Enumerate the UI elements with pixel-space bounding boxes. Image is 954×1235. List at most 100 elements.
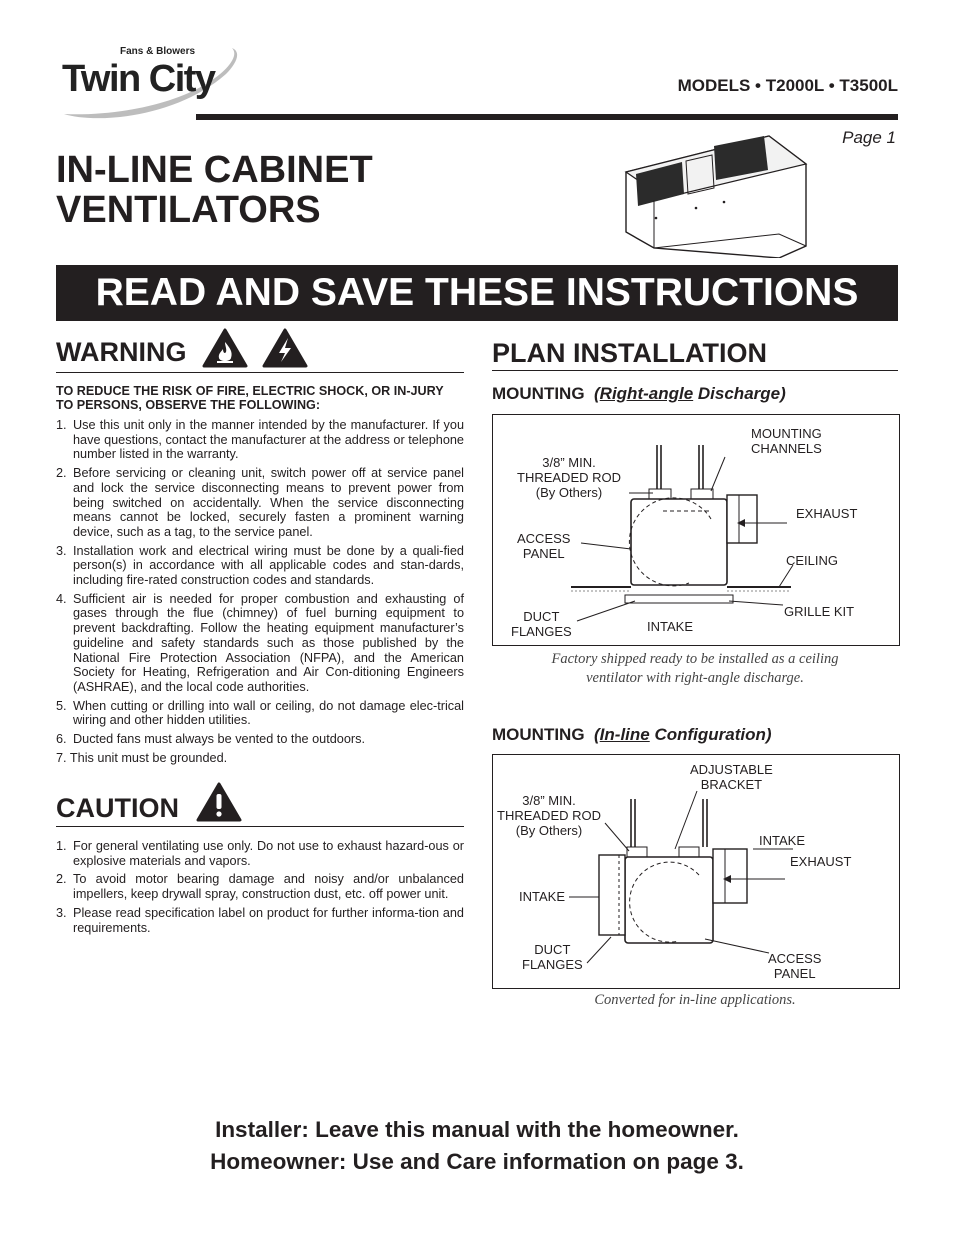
document-title: IN-LINE CABINET VENTILATORS [56,150,373,230]
label-access-panel: ACCESS PANEL [517,531,570,561]
warning-list: 1. Use this unit only in the manner inten… [56,418,464,769]
model-numbers: MODELS • T2000L • T3500L [677,76,898,95]
title-line-1: IN-LINE CABINET [56,149,373,191]
list-item: 2. To avoid motor bearing damage and nois… [56,872,464,901]
item-text: Before servicing or cleaning unit, switc… [73,466,464,539]
mounting-subtitle: (Right-angle Discharge) [594,384,786,403]
mounting-subtitle: (In-line Configuration) [594,725,772,744]
inline-diagram: ADJUSTABLE BRACKET 3/8” MIN. THREADED RO… [492,754,900,989]
label-text: EXHAUST [796,506,858,521]
item-text: Use this unit only in the manner intende… [73,418,464,462]
item-text: For general ventilating use only. Do not… [73,839,464,868]
subtitle-underlined: In-line [599,725,650,744]
right-angle-diagram-drawing [571,445,794,622]
label-text: GRILLE KIT [784,604,855,619]
label-threaded-rod: 3/8” MIN. THREADED ROD (By Others) [517,455,621,500]
item-number: 1. [56,418,67,432]
caution-heading: CAUTION [56,793,179,823]
mounting-inline-heading: MOUNTING (In-line Configuration) [492,725,772,745]
page-number: Page 1 [842,128,896,147]
item-text: Sufficient air is needed for proper comb… [73,591,464,694]
item-number: 1. [56,839,67,853]
label-duct-flanges: DUCT FLANGES [511,609,572,639]
label-intake: INTAKE [647,619,693,634]
mounting-label: MOUNTING [492,384,585,403]
item-number: 7. [56,750,67,765]
item-text: When cutting or drilling into wall or ce… [73,698,464,728]
label-threaded-rod: 3/8” MIN. THREADED ROD (By Others) [497,793,601,838]
list-item: 6. Ducted fans must always be vented to t… [56,732,464,747]
label-text: INTAKE [519,889,565,904]
paren: ( [594,725,600,744]
caution-exclamation-icon [196,782,242,822]
subtitle-rest: Configuration) [649,725,772,744]
mounting-label: MOUNTING [492,725,585,744]
item-text: Ducted fans must always be vented to the… [73,732,365,747]
item-text: Please read specification label on produ… [73,905,464,935]
caution-list: 1. For general ventilating use only. Do n… [56,839,464,939]
label-text: ACCESS PANEL [517,531,571,561]
paren: ( [594,384,600,403]
list-item: 1. Use this unit only in the manner inten… [56,418,464,462]
list-item: 2.Before servicing or cleaning unit, swi… [56,466,464,540]
label-text: INTAKE [759,833,805,848]
instructions-banner: READ AND SAVE THESE INSTRUCTIONS [56,265,898,321]
caption-line-2: ventilator with right-angle discharge. [586,670,804,686]
mounting-right-angle-heading: MOUNTING (Right-angle Discharge) [492,384,786,404]
label-text: CEILING [786,553,839,568]
warning-rule [56,372,464,373]
label-text: DUCT FLANGES [511,609,572,639]
right-angle-diagram: 3/8” MIN. THREADED ROD (By Others) MOUNT… [492,414,900,646]
plan-rule [492,370,898,371]
logo-name: Twin City [62,58,216,100]
label-intake-right: INTAKE [759,833,805,848]
footer-installer-note: Installer: Leave this manual with the ho… [215,1117,739,1142]
electric-shock-icon [262,328,308,368]
inline-caption: Converted for in-line applications. [594,992,796,1008]
item-number: 5. [56,698,67,713]
caution-rule [56,826,464,827]
list-item: 3. Please read specification label on pro… [56,906,464,935]
list-item: 1. For general ventilating use only. Do n… [56,839,464,868]
label-access-panel: ACCESS PANEL [768,951,821,981]
product-illustration [624,135,808,258]
item-number: 2. [56,872,67,887]
label-text: MOUNTING CHANNELS [751,426,822,456]
label-ceiling: CEILING [786,553,838,568]
brand-logo: Fans & Blowers Twin City [56,44,246,122]
label-text: ADJUSTABLE BRACKET [690,762,773,792]
inline-diagram-drawing [569,790,793,964]
logo-tagline: Fans & Blowers [120,46,196,57]
label-text: INTAKE [647,619,693,634]
subtitle-underlined: Right-angle [599,384,694,403]
label-exhaust: EXHAUST [796,506,857,521]
item-number: 3. [56,543,67,558]
fire-hazard-icon [202,328,248,368]
label-text: 3/8” MIN. THREADED ROD (By Others) [497,793,602,838]
header-rule [196,114,898,120]
footer-homeowner-note: Homeowner: Use and Care information on p… [210,1149,744,1174]
label-exhaust: EXHAUST [790,854,851,869]
warning-intro: TO REDUCE THE RISK OF FIRE, ELECTRIC SHO… [56,384,444,412]
warning-heading: WARNING [56,337,187,367]
label-duct-flanges: DUCT FLANGES [522,942,583,972]
item-text: To avoid motor bearing damage and noisy … [73,872,464,902]
list-item: 3. Installation work and electrical wirin… [56,544,464,588]
label-intake-left: INTAKE [519,889,565,904]
label-adjustable-bracket: ADJUSTABLE BRACKET [690,762,773,792]
label-text: ACCESS PANEL [768,951,822,981]
item-text: Installation work and electrical wiring … [73,543,464,588]
right-angle-caption: Factory shipped ready to be installed as… [492,650,898,688]
subtitle-rest: Discharge) [693,384,786,403]
list-item: 4.Sufficient air is needed for proper co… [56,592,464,695]
label-text: DUCT FLANGES [522,942,583,972]
list-item: 5. When cutting or drilling into wall or … [56,699,464,728]
item-number: 6. [56,732,67,747]
item-number: 3. [56,905,67,920]
plan-heading: PLAN INSTALLATION [492,338,767,368]
label-mounting-channels: MOUNTING CHANNELS [751,426,822,456]
caption-line-1: Factory shipped ready to be installed as… [551,651,839,667]
label-grille-kit: GRILLE KIT [784,604,854,619]
label-text: 3/8” MIN. THREADED ROD (By Others) [517,455,622,500]
list-item: 7. This unit must be grounded. [56,751,464,766]
